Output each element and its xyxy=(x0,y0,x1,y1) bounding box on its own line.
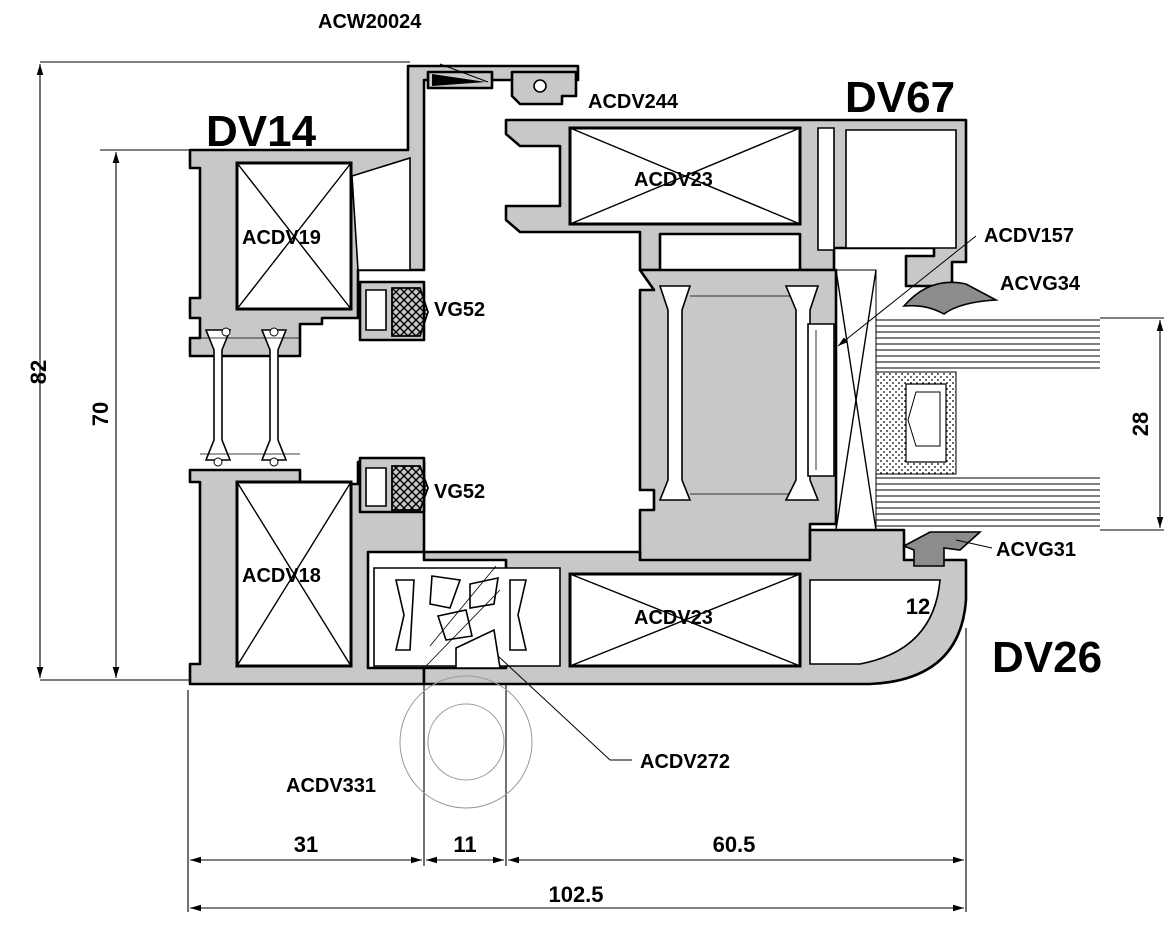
frame-gasket-upper-label: VG52 xyxy=(434,299,485,321)
round-part-label: ACDV331 xyxy=(286,775,376,797)
bead-offset-dim: 12 xyxy=(906,594,930,619)
sash-code-label: DV67 xyxy=(845,73,955,122)
corner-part-label: ACDV272 xyxy=(640,751,730,773)
bottom-reinforcement-label: ACDV23 xyxy=(634,607,713,629)
dimension-lines xyxy=(36,61,1164,912)
frame-reinforcement-bottom-label: ACDV18 xyxy=(242,565,321,587)
leader-lines xyxy=(439,63,993,761)
sash-width-dim: 60.5 xyxy=(713,832,756,857)
sash-reinforcement-label: ACDV23 xyxy=(634,169,713,191)
frame-profile-dv14 xyxy=(188,64,580,686)
middle-width-dim: 11 xyxy=(453,832,476,857)
glass-pane xyxy=(835,269,1100,531)
frame-reinforcement-top-label: ACDV19 xyxy=(242,227,321,249)
glass-thickness-dim: 28 xyxy=(1128,412,1153,436)
glazing-bead-label: ACDV157 xyxy=(984,225,1074,247)
top-gasket-label: ACDV244 xyxy=(588,91,679,113)
labels: DV14 DV67 DV26 ACW20024 ACDV244 ACDV23 A… xyxy=(26,11,1153,907)
bottom-code-label: DV26 xyxy=(992,633,1102,682)
lower-glazing-gasket-label: ACVG31 xyxy=(996,539,1076,561)
frame-code-label: DV14 xyxy=(206,107,317,156)
frame-gasket-lower-label: VG52 xyxy=(434,481,485,503)
overall-width-dim: 102.5 xyxy=(548,882,603,907)
bottom-profile-dv26 xyxy=(373,528,983,809)
sash-profile-dv67 xyxy=(504,118,999,564)
frame-width-dim: 31 xyxy=(294,832,318,857)
frame-height-dim: 70 xyxy=(88,402,113,426)
overall-height-dim: 82 xyxy=(26,360,51,384)
upper-glazing-gasket-label: ACVG34 xyxy=(1000,273,1081,295)
top-clip-label: ACW20024 xyxy=(318,11,422,33)
top-clip-acw20024 xyxy=(426,70,578,106)
